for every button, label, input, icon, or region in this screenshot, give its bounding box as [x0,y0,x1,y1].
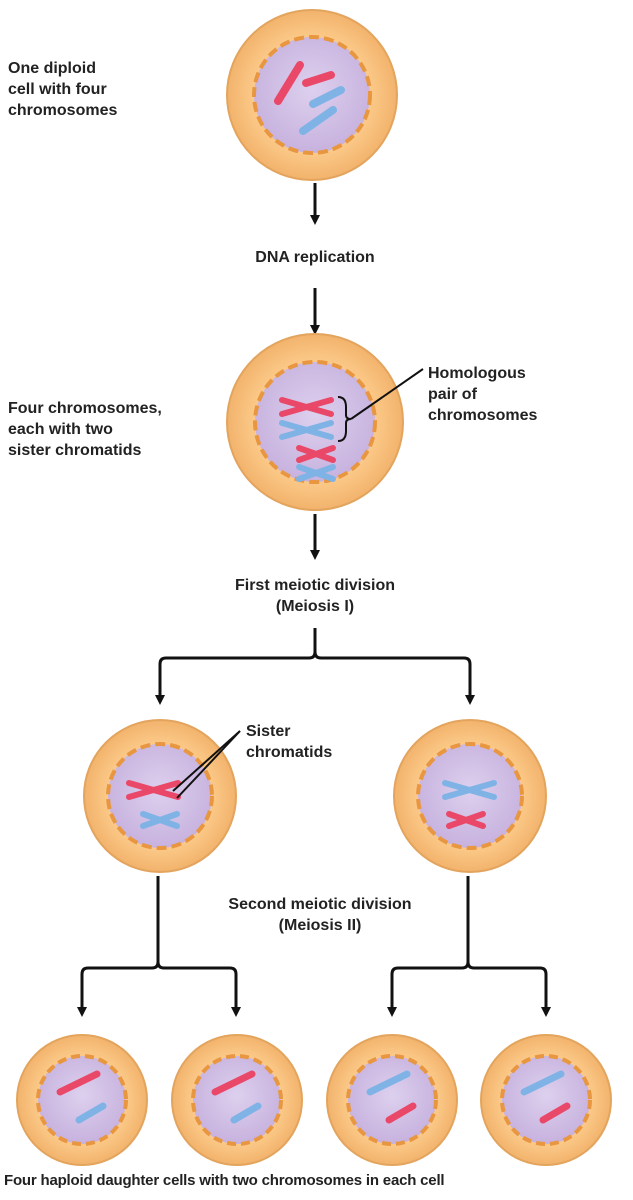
chromatid-pair-blue-large [279,420,334,440]
meiosis-two-branch-left-b [156,961,241,1017]
meiosis-two-branch-right-b [466,961,551,1017]
chromosome-blue [75,1102,107,1124]
chromatid-pair-red [126,780,181,800]
homologous-pair-label-line: pair of [428,386,477,403]
chromosome-blue-short [309,86,345,108]
four-chromosomes-label-line: sister chromatids [8,442,142,459]
daughter-cells-label: Four haploid daughter cells with two chr… [4,1172,445,1189]
meiosis-one-label-line: First meiotic division [234,577,396,594]
sister-chromatids-label-line: chromatids [246,744,333,761]
diploid-cell-label-line: One diploid [8,60,96,77]
daughter-cell-4 [480,1034,612,1166]
meiosis-one-branch [155,628,317,705]
chromatid-pair-red-small [296,445,336,463]
meiosis-one-cell-left [83,719,237,873]
diploid-cell-label-line: cell with four [8,81,107,98]
homologous-pair-label: Homologous pair of chromosomes [428,363,537,426]
chromatid-pair-red [446,811,486,829]
chromosome-blue [230,1102,262,1124]
sister-chromatids-label: Sister chromatids [246,721,332,763]
chromatid-pair-blue [140,811,180,829]
chromosome-blue-long [299,106,337,135]
four-chromosomes-label-line: Four chromosomes, [8,400,162,417]
diploid-cell-label-line: chromosomes [8,102,118,119]
meiosis-two-label: Second meiotic division (Meiosis II) [175,894,465,936]
chromosome-red-short [302,71,335,87]
sister-leader-line-2 [176,730,241,799]
meiosis-one-label-line: (Meiosis I) [275,598,355,615]
four-chromosomes-label-line: each with two [8,421,113,438]
chromosome-blue [520,1070,565,1096]
meiosis-one-branch-right [313,651,475,705]
homologous-pair-label-line: chromosomes [428,407,538,424]
four-chromosomes-label: Four chromosomes, each with two sister c… [8,398,162,461]
meiosis-one-cell-right [393,719,547,873]
chromosome-red [211,1070,256,1096]
diploid-cell-label: One diploid cell with four chromosomes [8,58,117,121]
daughter-cell-3 [326,1034,458,1166]
chromosome-red [539,1102,571,1124]
homologous-leader-line [350,368,424,420]
replicated-cell [226,333,404,511]
meiosis-two-label-line: Second meiotic division [228,896,412,913]
meiosis-two-branch-left [77,876,160,1017]
chromosome-red [56,1070,101,1096]
daughter-cell-2 [171,1034,303,1166]
sister-chromatids-label-line: Sister [246,723,291,740]
chromosome-red-long [274,61,304,105]
daughter-cell-1 [16,1034,148,1166]
meiosis-one-label: First meiotic division (Meiosis I) [175,575,455,617]
homologous-pair-label-line: Homologous [428,365,526,382]
chromatid-pair-red-large [279,397,334,417]
chromatid-pair-blue [442,780,497,800]
diploid-cell [226,9,398,181]
chromosome-red [385,1102,417,1124]
dna-replication-label: DNA replication [255,249,375,266]
sister-leader-line-1 [172,730,241,792]
chromatid-pair-blue-small [296,464,336,482]
chromosome-blue [366,1070,411,1096]
meiosis-two-label-line: (Meiosis II) [278,917,362,934]
